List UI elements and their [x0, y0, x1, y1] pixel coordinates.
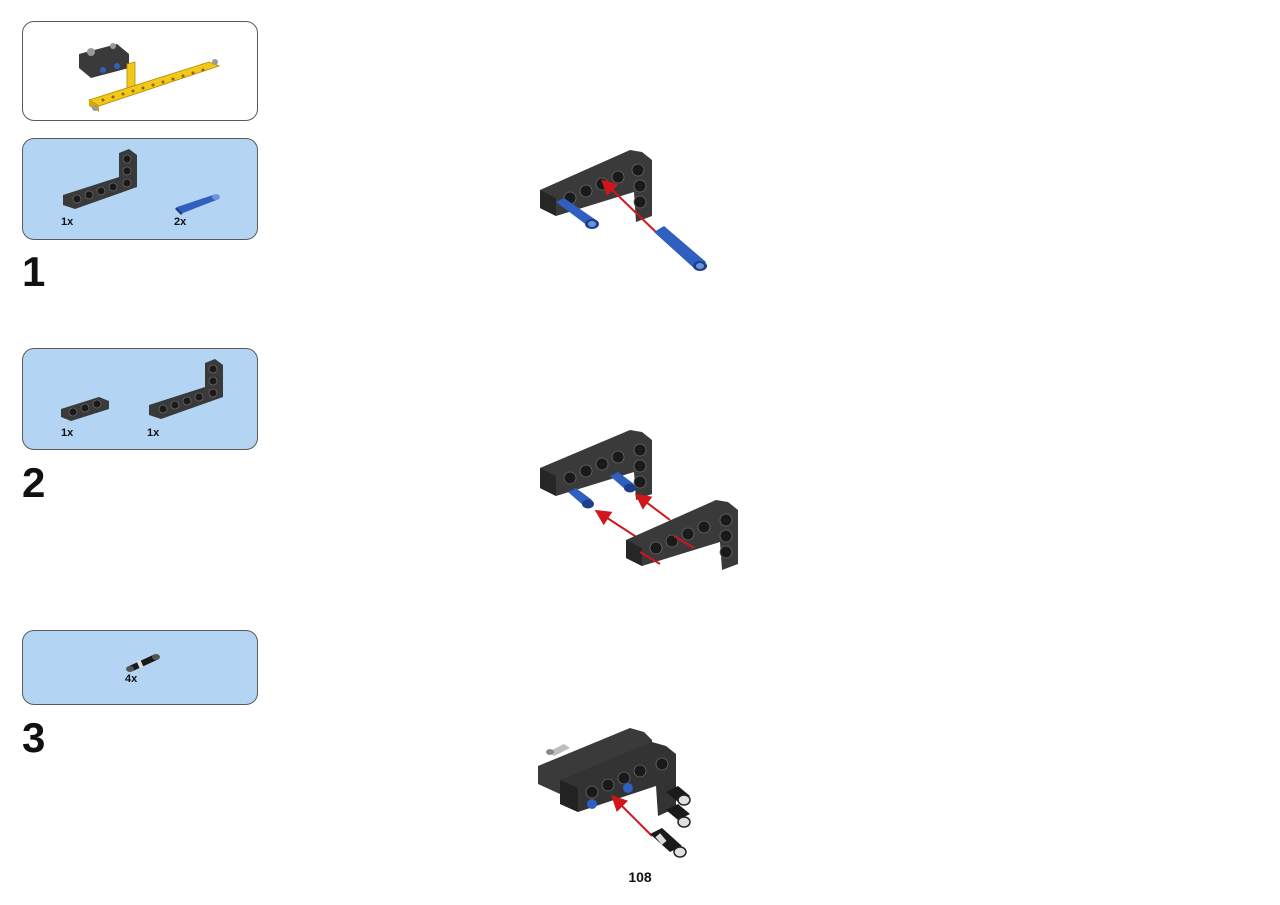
step-number: 3 — [22, 714, 46, 761]
beam-3-dark-grey-icon — [61, 397, 109, 421]
part-quantity: 1x — [61, 427, 74, 439]
step-number: 2 — [22, 459, 46, 506]
step-3-parts-callout: 4x — [22, 630, 258, 705]
submodel-preview — [22, 21, 258, 121]
part-quantity: 1x — [61, 216, 74, 228]
part-quantity: 2x — [174, 216, 187, 228]
step-3-assembly-illustration — [538, 728, 691, 858]
part-quantity: 1x — [147, 427, 160, 439]
black-friction-pin-icon — [126, 654, 160, 672]
yellow-beam-assembly-icon — [79, 43, 221, 112]
page-number: 108 — [628, 869, 652, 885]
step-1-assembly-illustration — [540, 150, 707, 271]
step-2-assembly-illustration — [540, 430, 738, 570]
blue-axle-pin-icon — [175, 194, 220, 215]
step-2-parts-callout: 1x 1x — [22, 348, 258, 450]
l-beam-dark-grey-icon — [63, 149, 137, 209]
part-quantity: 4x — [125, 673, 138, 685]
step-1-parts-callout: 1x 2x — [22, 138, 258, 240]
step-number: 1 — [22, 248, 46, 295]
l-beam-dark-grey-icon — [149, 359, 223, 419]
